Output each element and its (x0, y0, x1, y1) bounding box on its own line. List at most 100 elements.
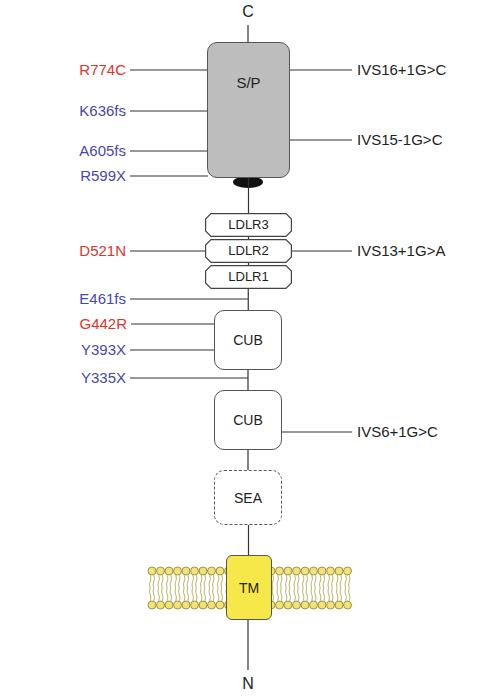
lipid-tail (184, 588, 185, 601)
lipid-tail (340, 575, 341, 588)
domain-label: S/P (236, 74, 260, 92)
lipid-tail (201, 588, 202, 601)
lipid-head (199, 601, 207, 609)
mutation-label: IVS15-1G>C (357, 131, 442, 149)
lipid-tail (298, 575, 299, 588)
lipid-tail (175, 575, 176, 588)
lipid-tail (311, 588, 312, 601)
lipid-head (318, 567, 326, 575)
lipid-head (284, 567, 292, 575)
mutation-label: IVS16+1G>C (357, 61, 446, 79)
lipid-head (165, 601, 173, 609)
leader-line (131, 323, 214, 324)
leader-line (130, 69, 207, 70)
mutation-label: G442R (79, 315, 127, 333)
lipid-head (148, 567, 156, 575)
lipid-tail (328, 588, 329, 601)
lipid-tail (298, 588, 299, 601)
lipid-tail (187, 575, 188, 588)
lipid-tail (158, 588, 159, 601)
lipid-tail (204, 588, 205, 601)
lipid-head (157, 567, 165, 575)
lipid-tail (281, 588, 282, 601)
lipid-tail (303, 588, 304, 601)
lipid-tail (218, 588, 219, 601)
backbone-connector (248, 289, 249, 310)
lipid-tail (289, 575, 290, 588)
backbone-connector (248, 237, 249, 239)
lipid-head (276, 567, 284, 575)
lipid-head (310, 601, 318, 609)
lipid-tail (153, 575, 154, 588)
lipid-tail (209, 575, 210, 588)
lipid-tail (281, 575, 282, 588)
lipid-tail (158, 575, 159, 588)
lipid-head (191, 601, 199, 609)
domain-label: LDLR2 (228, 242, 268, 260)
lipid-head (310, 567, 318, 575)
mutation-label: Y335X (81, 369, 126, 387)
lipid-tail (179, 588, 180, 601)
lipid-tail (332, 588, 333, 601)
lipid-head (208, 601, 216, 609)
ldlr-domain: LDLR3 (205, 213, 292, 237)
leader-line (130, 150, 207, 151)
backbone-connector (247, 370, 248, 390)
lipid-head (284, 601, 292, 609)
lipid-tail (201, 575, 202, 588)
leader-lines (130, 25, 352, 670)
leader-line (290, 139, 352, 140)
lipid-tail (345, 588, 346, 601)
lipid-tail (162, 588, 163, 601)
lipid-tail (150, 588, 151, 601)
lipid-tail (323, 588, 324, 601)
lipid-head (293, 567, 301, 575)
lipid-tail (311, 575, 312, 588)
terminus-label: C (242, 3, 254, 21)
lipid-tail (337, 575, 338, 588)
lipid-tail (150, 575, 151, 588)
lipid-tail (167, 575, 168, 588)
mutation-label: IVS13+1G>A (357, 242, 445, 260)
lipid-head (276, 601, 284, 609)
mutation-label: IVS6+1G>C (357, 423, 438, 441)
lipid-tail (170, 575, 171, 588)
lipid-head (165, 567, 173, 575)
lipid-tail (187, 588, 188, 601)
lipid-tail (306, 575, 307, 588)
lipid-tail (306, 588, 307, 601)
leader-line (130, 377, 248, 378)
ldlr-domain: LDLR2 (205, 239, 292, 263)
domain-label: LDLR1 (228, 268, 268, 286)
leader-line (130, 175, 208, 176)
cub-domain: CUB (214, 390, 282, 450)
lipid-tail (340, 588, 341, 601)
lipid-tail (345, 575, 346, 588)
lipid-head (293, 601, 301, 609)
lipid-tail (218, 575, 219, 588)
lipid-tail (337, 588, 338, 601)
leader-line (282, 431, 352, 432)
lipid-head (199, 567, 207, 575)
lipid-tail (192, 575, 193, 588)
lipid-tail (349, 588, 350, 601)
lipid-tail (332, 575, 333, 588)
terminus-label: N (242, 675, 254, 693)
lipid-tail (221, 588, 222, 601)
serine-protease-domain: S/P (207, 42, 290, 178)
lipid-tail (286, 575, 287, 588)
sea-domain: SEA (214, 470, 282, 525)
mutation-label: K636fs (79, 102, 126, 120)
lipid-head (327, 601, 335, 609)
mutation-label: E461fs (79, 290, 126, 308)
lipid-tail (286, 588, 287, 601)
mutation-label: A605fs (79, 142, 126, 160)
leader-line (292, 250, 352, 251)
lipid-tail (323, 575, 324, 588)
lipid-tail (221, 575, 222, 588)
domain-label: SEA (234, 489, 262, 507)
lipid-tail (153, 588, 154, 601)
backbone-connector (248, 525, 249, 555)
lipid-tail (162, 575, 163, 588)
lipid-head (148, 601, 156, 609)
